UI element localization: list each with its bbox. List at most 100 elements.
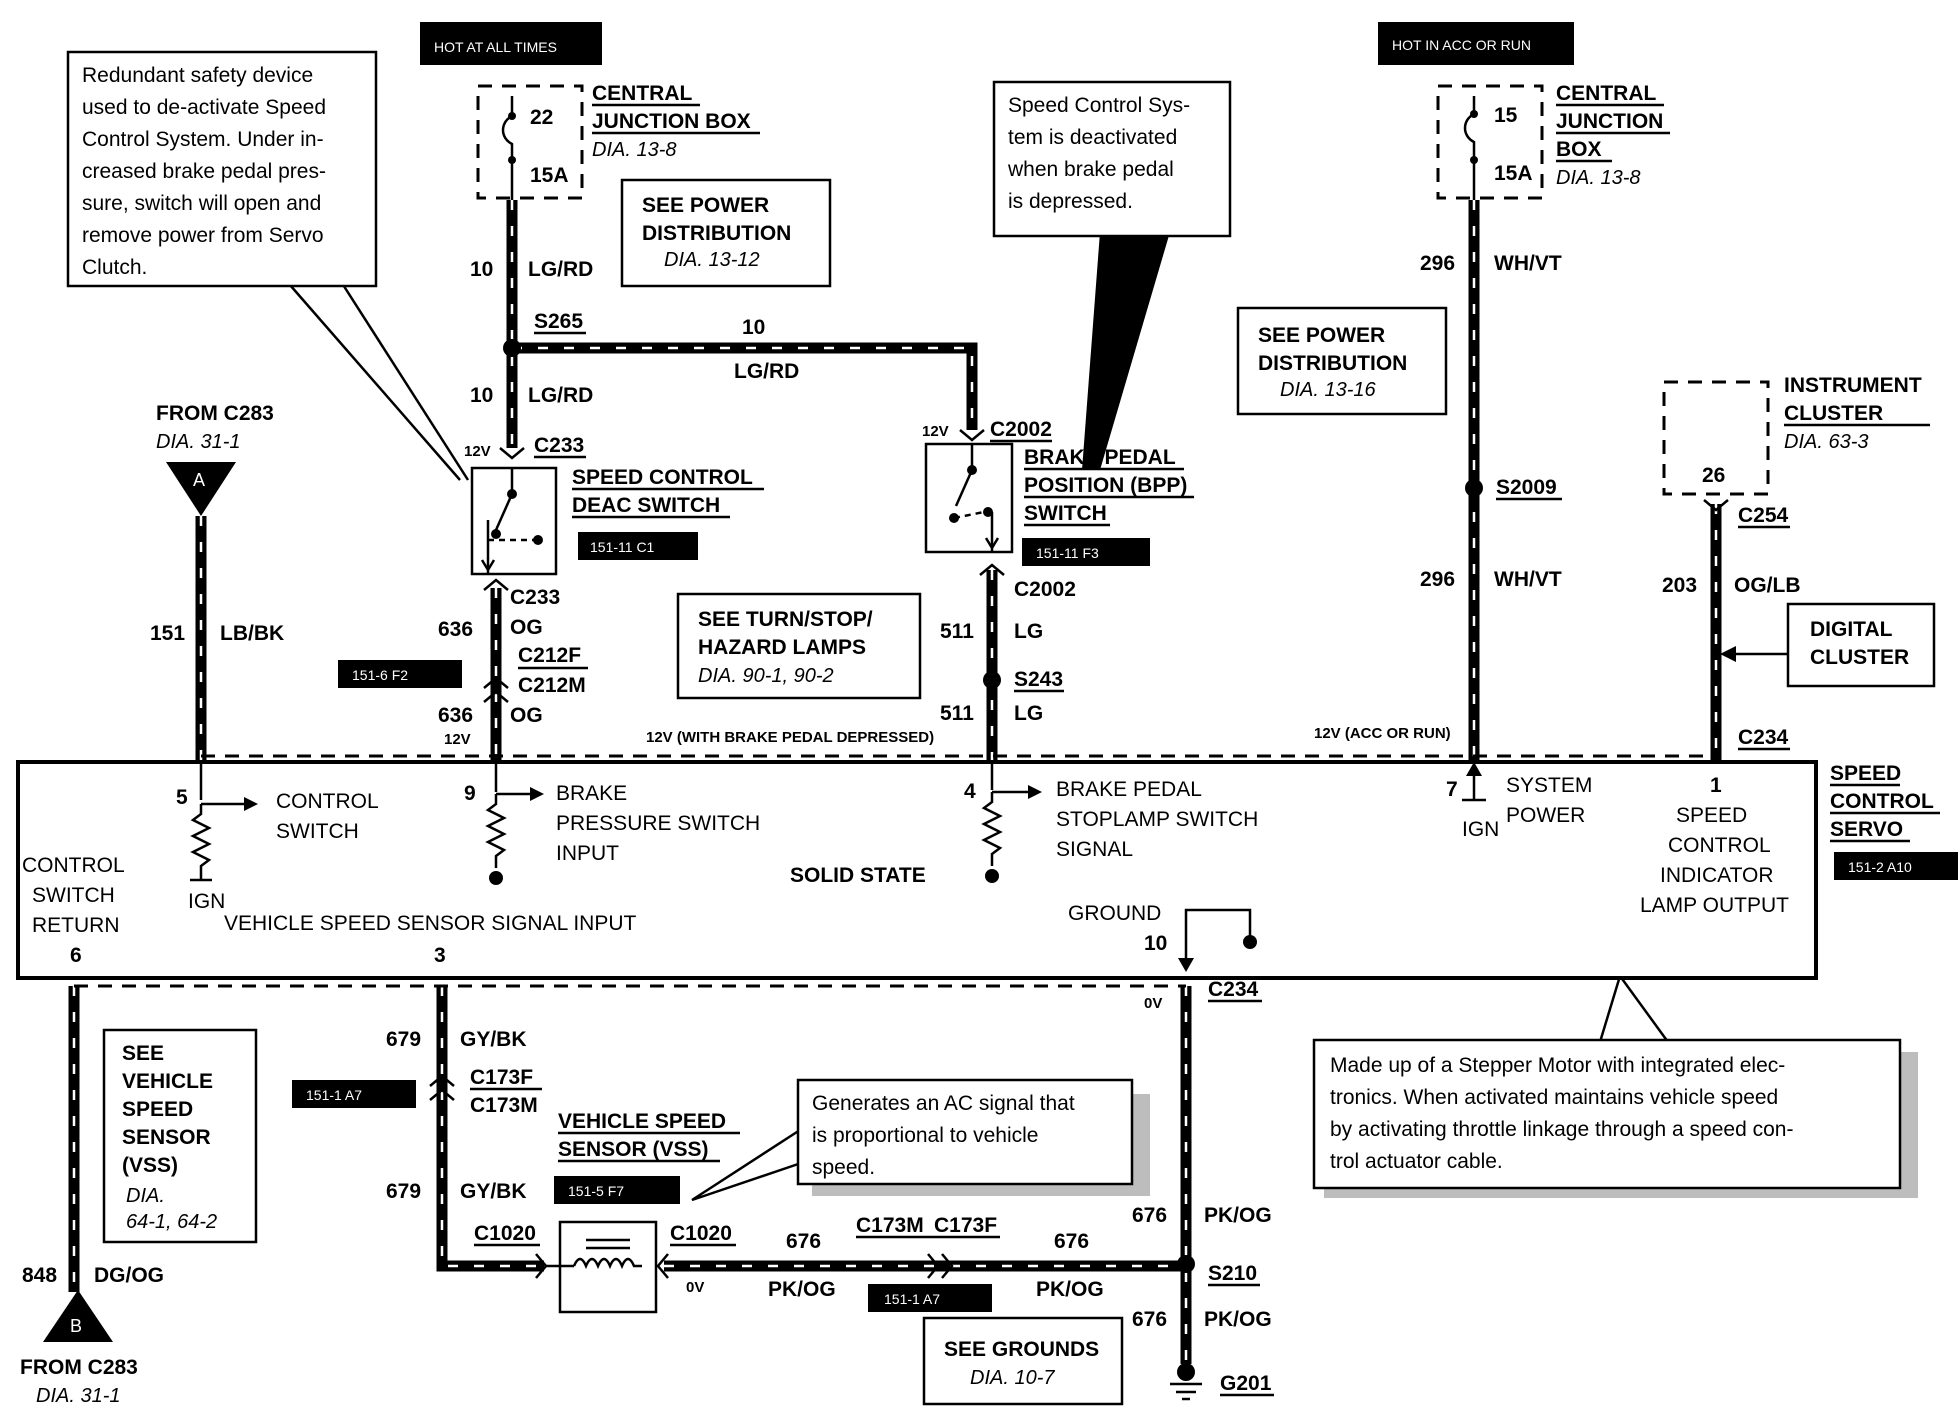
brake-pedal-position-switch xyxy=(924,442,1014,554)
svg-text:SPEED: SPEED xyxy=(122,1098,193,1121)
svg-text:Generates an AC signal that: Generates an AC signal that xyxy=(812,1092,1075,1115)
deac-switch-ref: 151-11 C1 xyxy=(590,539,655,555)
splice-s2009 xyxy=(1465,479,1483,497)
svg-text:DISTRIBUTION: DISTRIBUTION xyxy=(1258,352,1407,375)
svg-text:679: 679 xyxy=(386,1028,421,1051)
svg-text:151-1 A7: 151-1 A7 xyxy=(884,1291,940,1307)
svg-text:4: 4 xyxy=(964,780,976,803)
svg-text:C173F: C173F xyxy=(934,1214,997,1237)
svg-text:SWITCH: SWITCH xyxy=(32,884,115,907)
svg-text:C233: C233 xyxy=(534,434,584,457)
svg-text:SEE POWER: SEE POWER xyxy=(642,194,769,217)
svg-text:DIGITAL: DIGITAL xyxy=(1810,618,1893,641)
see-turn-stop-hazard[interactable]: SEE TURN/STOP/ HAZARD LAMPS DIA. 90-1, 9… xyxy=(676,592,922,700)
svg-text:10: 10 xyxy=(742,316,765,339)
fuse-22-amps: 15A xyxy=(530,164,569,187)
servo-pin-7: 7 SYSTEM POWER IGN xyxy=(1446,762,1592,841)
servo-pin-5: 5 CONTROL SWITCH IGN xyxy=(176,762,379,913)
svg-text:636: 636 xyxy=(438,618,473,641)
svg-text:SPEED: SPEED xyxy=(1676,804,1747,827)
fuse-22-symbol xyxy=(501,96,514,160)
see-power-distribution-1[interactable]: SEE POWER DISTRIBUTION DIA. 13-12 xyxy=(620,178,832,288)
svg-text:BRAKE: BRAKE xyxy=(556,782,627,805)
svg-text:C254: C254 xyxy=(1738,504,1789,527)
servo-ref-tag xyxy=(1834,852,1958,880)
svg-text:sure, switch will open and: sure, switch will open and xyxy=(82,192,321,215)
svg-text:Speed Control Sys-: Speed Control Sys- xyxy=(1008,94,1190,117)
servo-pin-4: 4 BRAKE PEDAL STOPLAMP SWITCH SIGNAL xyxy=(964,762,1258,883)
svg-text:A: A xyxy=(193,470,205,490)
svg-text:tronics. When activated mainta: tronics. When activated maintains vehicl… xyxy=(1330,1086,1778,1109)
svg-text:C212F: C212F xyxy=(518,644,581,667)
svg-text:676: 676 xyxy=(1132,1308,1167,1331)
svg-text:when brake pedal: when brake pedal xyxy=(1007,158,1174,181)
svg-text:PK/OG: PK/OG xyxy=(1204,1204,1272,1227)
wire-679-gybk xyxy=(436,986,544,1272)
svg-text:C212M: C212M xyxy=(518,674,586,697)
wire-511-lg xyxy=(983,570,1001,762)
bpp-switch-ref: 151-11 F3 xyxy=(1036,545,1099,561)
svg-text:LG/RD: LG/RD xyxy=(734,360,799,383)
svg-text:DG/OG: DG/OG xyxy=(94,1264,164,1287)
splice-s265 xyxy=(503,339,521,357)
svg-text:FROM C283: FROM C283 xyxy=(20,1356,138,1379)
see-vehicle-speed-sensor[interactable]: SEE VEHICLE SPEED SENSOR (VSS) DIA. 64-1… xyxy=(102,1028,258,1244)
svg-text:S2009: S2009 xyxy=(1496,476,1557,499)
svg-text:C233: C233 xyxy=(510,586,560,609)
see-grounds[interactable]: SEE GROUNDS DIA. 10-7 xyxy=(922,1316,1124,1406)
svg-text:12V (WITH BRAKE PEDAL DEPRESSE: 12V (WITH BRAKE PEDAL DEPRESSED) xyxy=(646,729,934,746)
svg-text:0V: 0V xyxy=(686,1279,704,1296)
svg-text:SEE TURN/STOP/: SEE TURN/STOP/ xyxy=(698,608,873,631)
svg-text:DIA. 10-7: DIA. 10-7 xyxy=(970,1367,1055,1389)
from-c283-b: B FROM C283 DIA. 31-1 xyxy=(20,1290,138,1407)
servo-title-3: SERVO xyxy=(1830,818,1903,841)
svg-text:INSTRUMENT: INSTRUMENT xyxy=(1784,374,1922,397)
cjb-right-dia: DIA. 13-8 xyxy=(1556,167,1640,189)
servo-title-2: CONTROL xyxy=(1830,790,1934,813)
svg-text:WH/VT: WH/VT xyxy=(1494,252,1562,275)
speed-control-deac-switch xyxy=(470,466,558,576)
svg-text:PK/OG: PK/OG xyxy=(1036,1278,1104,1301)
note-vss-ac-signal: Generates an AC signal that is proportio… xyxy=(691,1078,1150,1202)
svg-text:DIA. 63-3: DIA. 63-3 xyxy=(1784,431,1868,453)
servo-pin-3: VEHICLE SPEED SENSOR SIGNAL INPUT 3 xyxy=(224,912,637,967)
svg-text:DIA. 13-12: DIA. 13-12 xyxy=(664,249,760,271)
digital-cluster: DIGITAL CLUSTER xyxy=(1720,602,1936,688)
hot-in-acc-tag xyxy=(1378,22,1574,65)
svg-text:676: 676 xyxy=(1054,1230,1089,1253)
note-speed-control-deactivated: Speed Control Sys- tem is deactivated wh… xyxy=(992,80,1232,470)
vss-ref-tag xyxy=(554,1176,680,1204)
svg-text:G201: G201 xyxy=(1220,1372,1272,1395)
see-power-distribution-2[interactable]: SEE POWER DISTRIBUTION DIA. 13-16 xyxy=(1236,306,1448,416)
svg-text:CONTROL: CONTROL xyxy=(276,790,379,813)
svg-text:636: 636 xyxy=(438,704,473,727)
svg-text:10: 10 xyxy=(1144,932,1167,955)
cjb-left-dia: DIA. 13-8 xyxy=(592,139,676,161)
svg-text:511: 511 xyxy=(940,702,974,725)
svg-text:203: 203 xyxy=(1662,574,1697,597)
wire-203-oglb xyxy=(1703,499,1729,762)
svg-text:OG/LB: OG/LB xyxy=(1734,574,1801,597)
fuse-15-symbol xyxy=(1463,96,1476,160)
svg-text:CONTROL: CONTROL xyxy=(22,854,125,877)
svg-text:S243: S243 xyxy=(1014,668,1063,691)
svg-text:DIA. 31-1: DIA. 31-1 xyxy=(156,431,240,453)
svg-text:10: 10 xyxy=(470,384,493,407)
svg-text:OG: OG xyxy=(510,704,543,727)
svg-text:Control System. Under in-: Control System. Under in- xyxy=(82,128,324,151)
svg-text:STOPLAMP SWITCH: STOPLAMP SWITCH xyxy=(1056,808,1258,831)
svg-text:296: 296 xyxy=(1420,252,1455,275)
svg-text:0V: 0V xyxy=(1144,995,1162,1012)
svg-text:GROUND: GROUND xyxy=(1068,902,1161,925)
svg-text:C173M: C173M xyxy=(470,1094,538,1117)
svg-text:by activating throttle linkage: by activating throttle linkage through a… xyxy=(1330,1118,1793,1141)
svg-text:C173M: C173M xyxy=(856,1214,924,1237)
splice-s243 xyxy=(983,671,1001,689)
svg-text:3: 3 xyxy=(434,944,446,967)
svg-text:WH/VT: WH/VT xyxy=(1494,568,1562,591)
svg-text:SEE GROUNDS: SEE GROUNDS xyxy=(944,1338,1099,1361)
svg-text:SENSOR: SENSOR xyxy=(122,1126,211,1149)
svg-text:VEHICLE SPEED SENSOR SIGNAL IN: VEHICLE SPEED SENSOR SIGNAL INPUT xyxy=(224,912,637,935)
svg-text:9: 9 xyxy=(464,782,476,805)
